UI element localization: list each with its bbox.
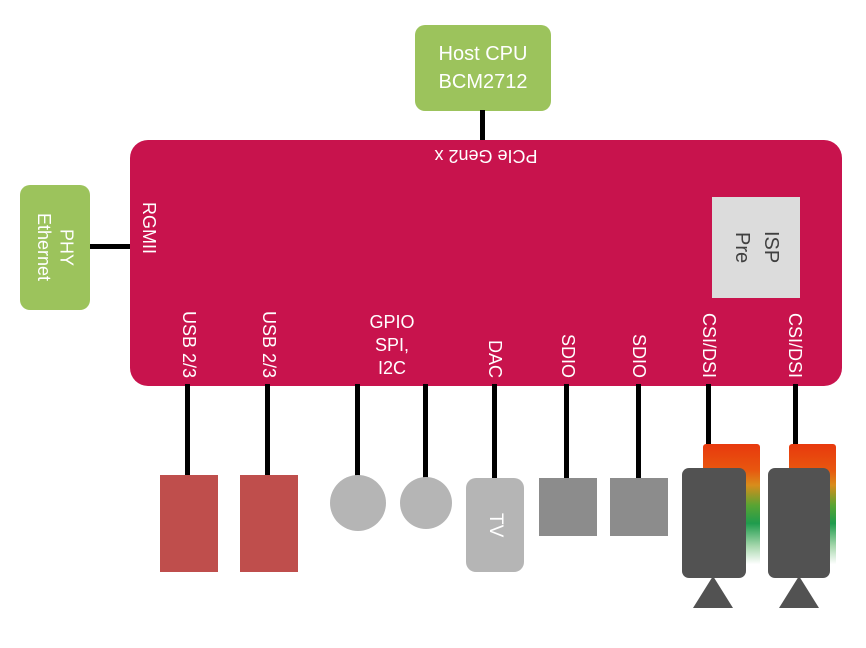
host-cpu-connector-line xyxy=(480,110,485,141)
port-label-usb1: USB 2/3 xyxy=(179,310,199,378)
io-controller-chip: PCIe Gen2 x RGMII Pre ISP USB 2/3 USB 2/… xyxy=(130,140,842,386)
gpio-circle-1 xyxy=(330,475,386,531)
host-cpu-label: Host CPU BCM2712 xyxy=(439,40,528,96)
connector-line-usb1 xyxy=(185,384,190,478)
camera-body-2 xyxy=(768,468,830,578)
gpio-line2: SPI, xyxy=(374,335,409,355)
connector-line-sdio2 xyxy=(636,384,641,478)
connector-line-csi1 xyxy=(706,384,711,470)
ethernet-phy-label: Ethernet PHY xyxy=(33,213,78,281)
tv-out-box: TV xyxy=(466,478,524,572)
camera-body-1 xyxy=(682,468,746,578)
connector-line-dac xyxy=(492,384,497,478)
camera-lens-triangle-1 xyxy=(693,576,733,608)
ethernet-connector-line xyxy=(90,244,132,249)
gpio-line1: GPIO xyxy=(369,312,415,332)
gpio-line3: I2C xyxy=(377,358,406,378)
connector-line-usb2 xyxy=(265,384,270,478)
host-cpu-line2: BCM2712 xyxy=(438,71,528,93)
pre-isp-label: Pre ISP xyxy=(727,231,785,263)
port-label-csi2: CSI/DSI xyxy=(785,312,805,378)
rgmii-label: RGMII xyxy=(139,202,159,254)
pre-isp-line2: ISP xyxy=(760,231,782,264)
gpio-circle-2 xyxy=(400,477,452,529)
port-label-sdio1: SDIO xyxy=(558,333,578,378)
host-cpu-line1: Host CPU xyxy=(438,43,528,65)
connector-line-csi2 xyxy=(793,384,798,470)
pre-isp-box: Pre ISP xyxy=(712,197,800,298)
sdio-card-2 xyxy=(610,478,668,536)
connector-line-gpio2 xyxy=(423,384,428,478)
connector-line-gpio1 xyxy=(355,384,360,478)
host-cpu-box: Host CPU BCM2712 xyxy=(415,25,551,111)
ethernet-phy-box: Ethernet PHY xyxy=(20,185,90,310)
port-label-usb2: USB 2/3 xyxy=(259,310,279,378)
pre-isp-line1: Pre xyxy=(731,231,753,264)
ethernet-phy-line1: Ethernet xyxy=(34,213,54,282)
pcie-label: PCIe Gen2 x xyxy=(434,146,538,166)
usb-connector-2 xyxy=(240,475,298,572)
usb-connector-1 xyxy=(160,475,218,572)
tv-label: TV xyxy=(485,512,506,538)
sdio-card-1 xyxy=(539,478,597,536)
ethernet-phy-line2: PHY xyxy=(56,228,77,266)
port-label-sdio2: SDIO xyxy=(629,333,649,378)
port-label-dac: DAC xyxy=(485,339,505,378)
port-label-gpio: GPIO SPI, I2C xyxy=(348,311,436,380)
connector-line-sdio1 xyxy=(564,384,569,478)
camera-lens-triangle-2 xyxy=(779,576,819,608)
port-label-csi1: CSI/DSI xyxy=(699,312,719,378)
